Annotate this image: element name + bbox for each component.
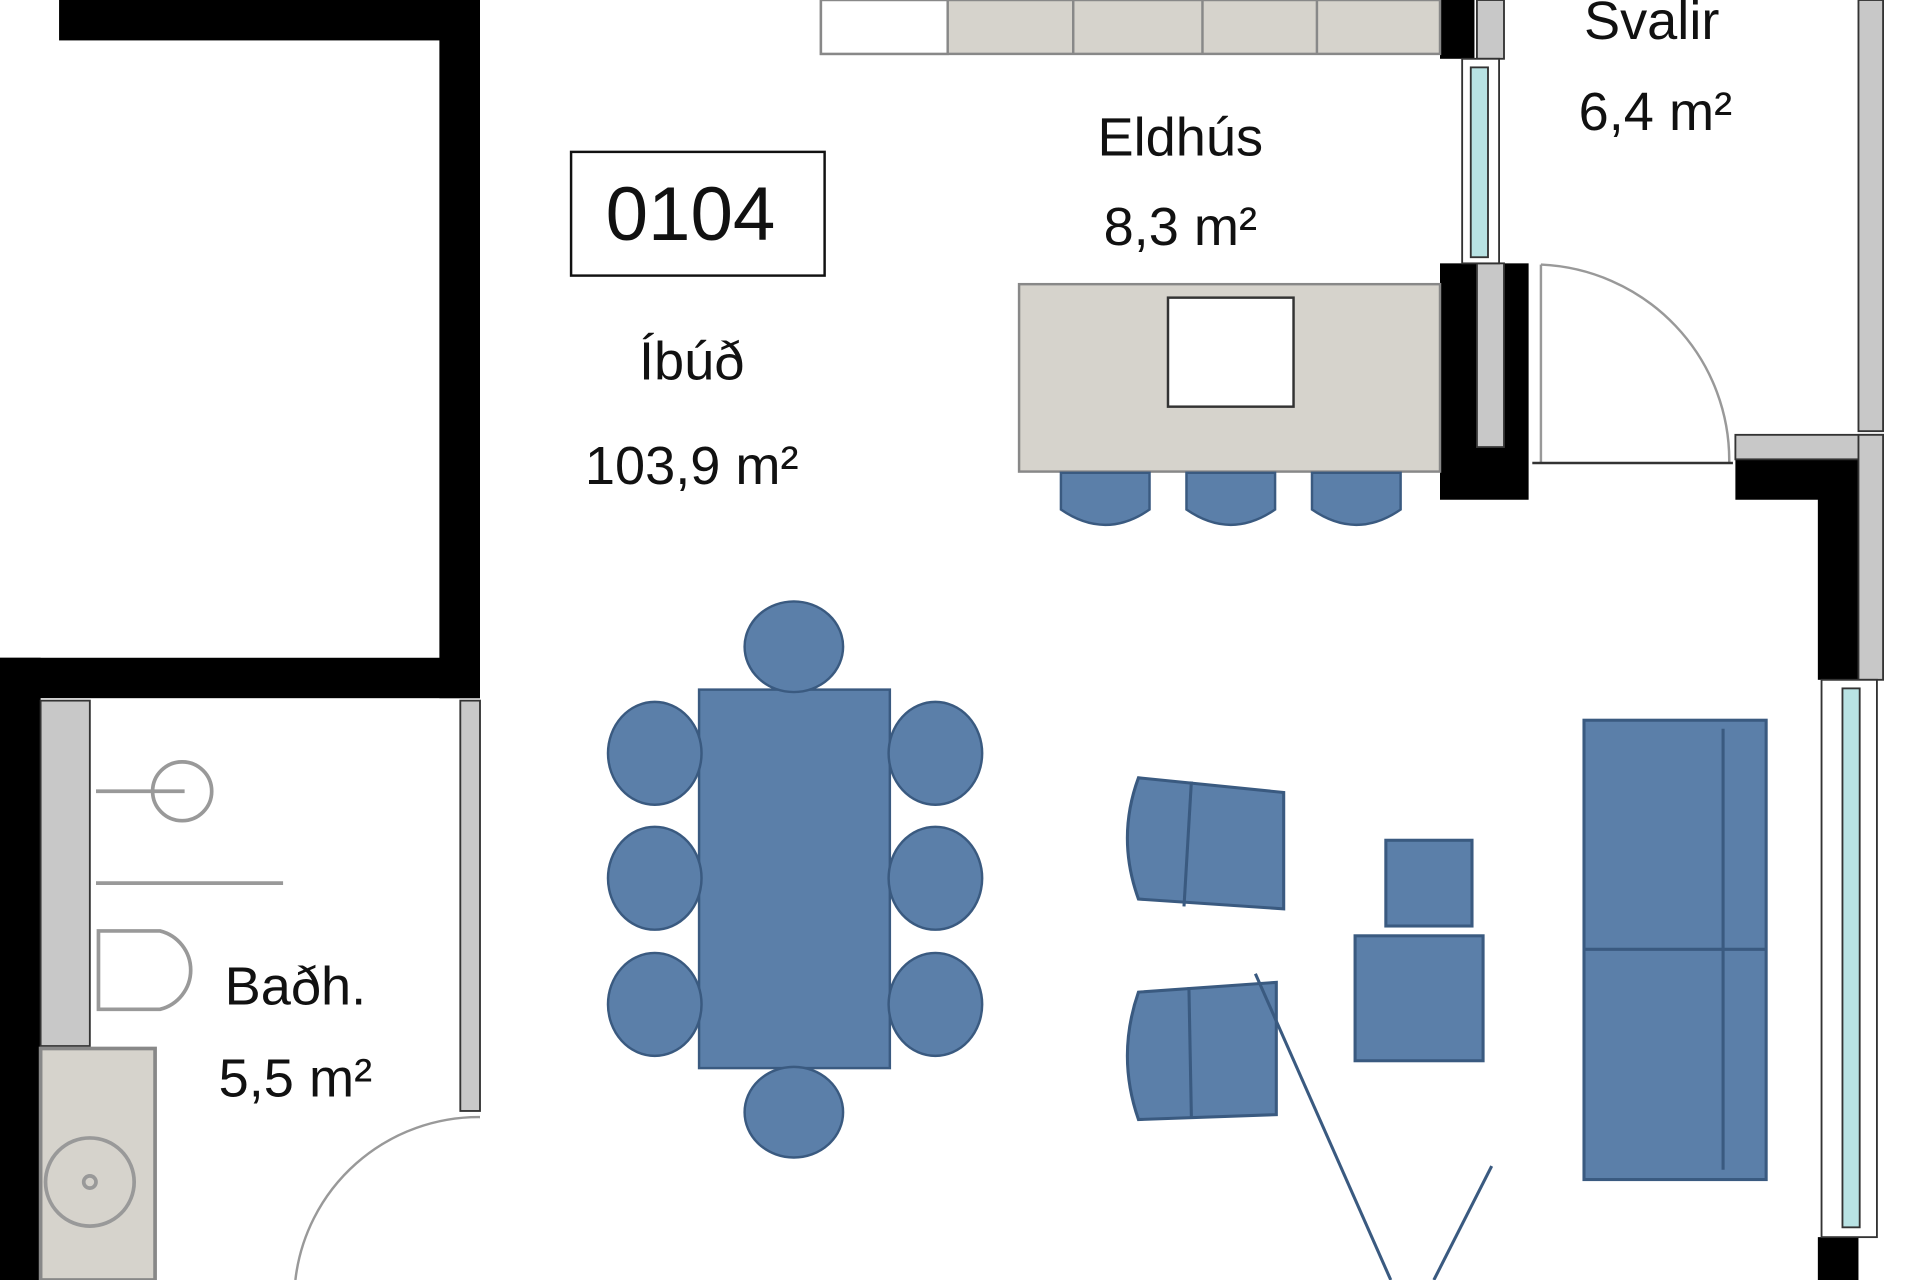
partitions <box>39 0 1885 1112</box>
unit-number-box <box>569 150 826 277</box>
dining-set <box>606 600 984 1159</box>
doors <box>294 263 1733 1280</box>
bathroom-name: Baðh. <box>225 957 367 1017</box>
unit-number: 0104 <box>606 172 776 257</box>
kitchen-name: Eldhús <box>1098 108 1264 168</box>
living-furniture <box>1125 718 1768 1280</box>
apartment-area: 103,9 m² <box>585 436 799 496</box>
apartment-name: Íbúð <box>639 332 744 392</box>
bar-stools <box>1059 471 1402 526</box>
balcony-area: 6,4 m² <box>1579 82 1732 142</box>
balcony-name: Svalir <box>1584 0 1719 51</box>
windows <box>1461 57 1878 1239</box>
kitchen-area: 8,3 m² <box>1104 197 1257 257</box>
bathroom-area: 5,5 m² <box>219 1048 372 1108</box>
bathroom-fixtures <box>38 760 284 1280</box>
kitchen-counter <box>819 0 1442 473</box>
